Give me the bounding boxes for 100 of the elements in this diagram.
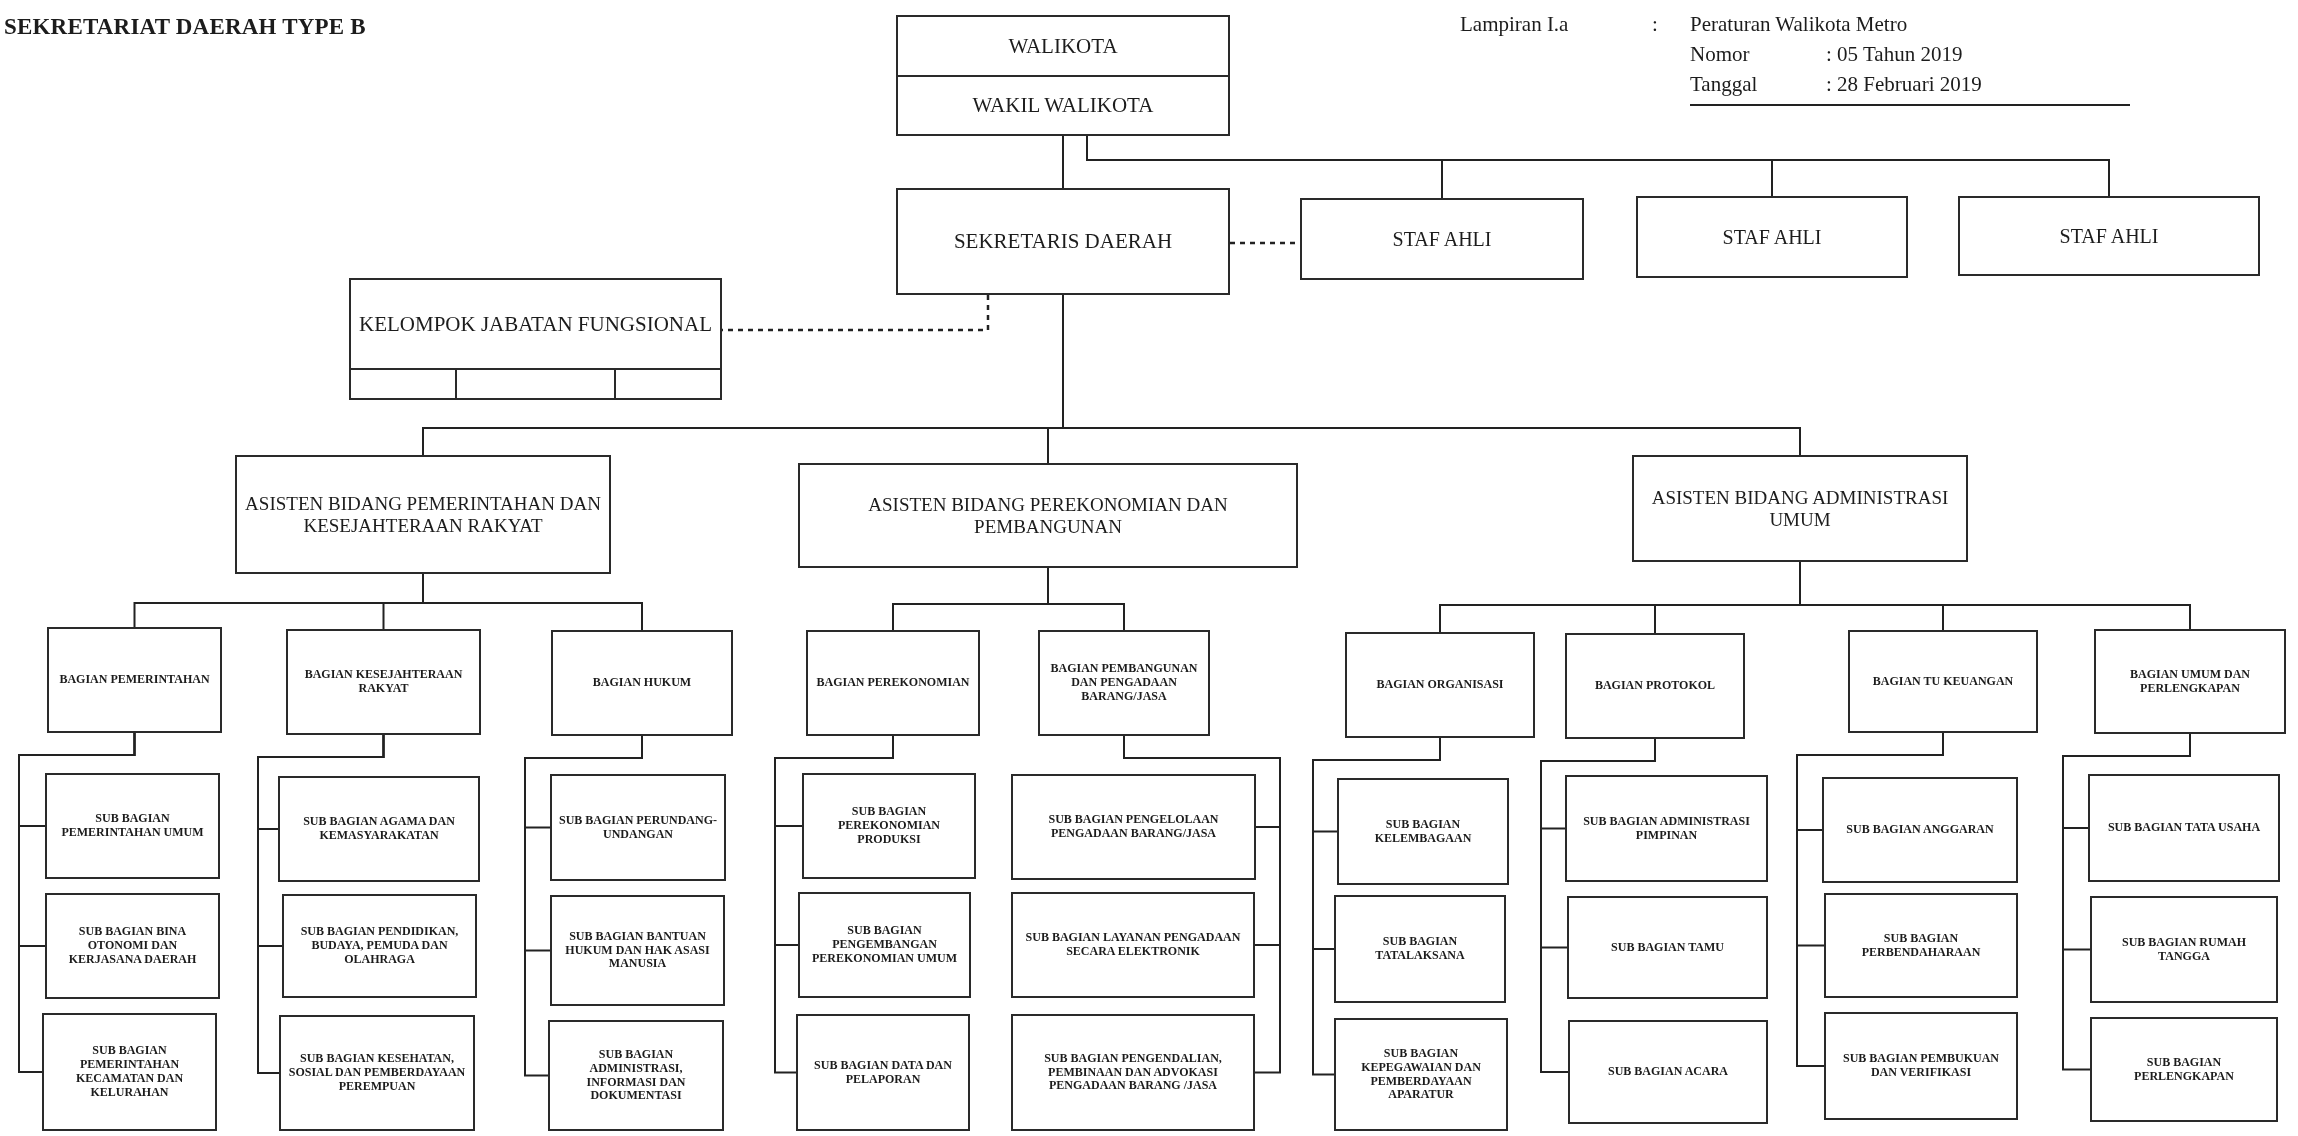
org-box [798, 892, 971, 998]
org-box [278, 776, 480, 882]
org-box [1565, 633, 1745, 739]
unit-label: SUB BAGIAN DATA DAN PELAPORAN [813, 1058, 953, 1087]
unit-label: SUB BAGIAN PEMBUKUAN DAN VERIFIKASI [1842, 1052, 2000, 1080]
org-box [802, 773, 976, 879]
org-box [1334, 895, 1506, 1003]
unit-label: SUB BAGIAN ADMINISTRASI PIMPINAN [1582, 814, 1751, 843]
unit-label: BAGIAN KESEJAHTERAAN RAKYAT [303, 668, 464, 696]
org-box [1958, 196, 2260, 276]
unit-label: KELOMPOK JABATAN FUNGSIONAL [359, 311, 712, 337]
unit-label: SEKRETARIS DAERAH [953, 229, 1173, 254]
org-box [1345, 632, 1535, 738]
org-box [1568, 1020, 1768, 1124]
org-box [286, 629, 481, 735]
header-text: Peraturan Walikota Metro [1690, 12, 1908, 37]
org-box [2090, 896, 2278, 1003]
org-box [1011, 774, 1256, 880]
org-box [1824, 893, 2018, 998]
org-box [550, 774, 726, 881]
unit-label: SUB BAGIAN PERUNDANG-UNDANGAN [558, 813, 718, 842]
unit-label: SUB BAGIAN ADMINISTRASI, INFORMASI DAN DOKUMENTASI [585, 1047, 687, 1104]
unit-label: SUB BAGIAN KELEMBAGAAN [1373, 817, 1473, 846]
unit-label: BAGIAN ORGANISASI [1376, 678, 1504, 692]
org-box [1011, 1014, 1255, 1131]
header-text: Nomor [1690, 42, 1750, 67]
unit-label: BAGIAN PEREKONOMIAN [816, 676, 970, 690]
org-box [1848, 630, 2038, 733]
unit-label: SUB BAGIAN PEMERINTAHAN KECAMATAN DAN KELURAHAN [74, 1044, 185, 1100]
unit-label: SUB BAGIAN BINA OTONOMI DAN KERJASANA DAERAH [67, 925, 198, 967]
org-box [2088, 774, 2280, 882]
unit-label: SUB BAGIAN PENGELOLAAN PENGADAAN BARANG/JASA [1047, 813, 1220, 841]
unit-label: SUB BAGIAN PERLENGKAPAN [2133, 1055, 2235, 1084]
unit-label: SUB BAGIAN BANTUAN HUKUM DAN HAK ASASI MANUSIA [564, 929, 711, 972]
org-box [42, 1013, 217, 1131]
org-box [279, 1015, 475, 1131]
unit-label: WALIKOTA [1008, 33, 1118, 58]
connector-line [257, 734, 385, 1074]
org-box [548, 1020, 724, 1131]
org-box [798, 463, 1298, 568]
org-box [235, 455, 611, 574]
unit-label: BAGIAN HUKUM [592, 676, 692, 690]
unit-label: SUB BAGIAN ANGGARAN [1846, 823, 1994, 837]
unit-label: SUB BAGIAN PEMERINTAHAN UMUM [60, 812, 205, 840]
unit-label: ASISTEN BIDANG ADMINISTRASI UMUM [1650, 486, 1950, 531]
org-box [45, 893, 220, 999]
org-box [1632, 455, 1968, 562]
org-box [550, 895, 725, 1006]
org-box [1038, 630, 1210, 736]
org-box [1011, 892, 1255, 998]
unit-label: SUB BAGIAN TAMU [1611, 940, 1724, 955]
org-box [45, 773, 220, 879]
header-text: : 05 Tahun 2019 [1826, 42, 1963, 67]
org-box [1567, 896, 1768, 999]
org-box [796, 1014, 970, 1131]
unit-label: SUB BAGIAN PERBENDAHARAAN [1860, 931, 1982, 960]
unit-label: SUB BAGIAN PENDIDIKAN, BUDAYA, PEMUDA DAN OLAHRAGA [299, 925, 460, 967]
header-text: : [1652, 12, 1658, 37]
unit-label: SUB BAGIAN TATA USAHA [2107, 821, 2261, 835]
org-box [896, 188, 1230, 295]
header-text: Tanggal [1690, 72, 1758, 97]
org-box [282, 894, 477, 998]
unit-label: SUB BAGIAN PENGEMBANGAN PEREKONOMIAN UMUM [811, 924, 958, 966]
org-box [896, 15, 1230, 136]
connector-line [18, 732, 136, 1073]
org-box [349, 278, 722, 400]
unit-label: STAF AHLI [1392, 227, 1492, 251]
unit-label: SUB BAGIAN ACARA [1608, 1065, 1728, 1079]
org-box [47, 627, 222, 733]
unit-label: ASISTEN BIDANG PEMERINTAHAN DAN KESEJAHTERAAN RAKYAT [244, 492, 602, 537]
header-text: Lampiran I.a [1460, 12, 1569, 37]
unit-label: SUB BAGIAN PEREKONOMIAN PRODUKSI [837, 805, 941, 847]
header-text: : 28 Februari 2019 [1826, 72, 1982, 97]
connector-line [1047, 567, 1125, 631]
org-box [1334, 1018, 1508, 1131]
unit-label: SUB BAGIAN RUMAH TANGGA [2121, 935, 2247, 964]
unit-label: BAGIAN UMUM DAN PERLENGKAPAN [2129, 667, 2251, 696]
org-box [1822, 777, 2018, 883]
unit-label: SUB BAGIAN KESEHATAN, SOSIAL DAN PEMBERDAYAAN PEREMPUAN [287, 1052, 467, 1094]
diagram-title: SEKRETARIAT DAERAH TYPE B [4, 14, 366, 40]
unit-label: SUB BAGIAN KEPEGAWAIAN DAN PEMBERDAYAAN APARATUR [1360, 1046, 1482, 1103]
unit-label: ASISTEN BIDANG PEREKONOMIAN DAN PEMBANGUNAN [867, 493, 1229, 538]
org-box [2090, 1017, 2278, 1122]
org-box [1337, 778, 1509, 885]
unit-label: SUB BAGIAN PENGENDALIAN, PEMBINAAN DAN ADVOKASI PENGADAAN BARANG /JASA [1043, 1051, 1223, 1094]
unit-label: BAGIAN PROTOKOL [1594, 679, 1716, 693]
org-box [1636, 196, 1908, 278]
unit-label: BAGIAN PEMBANGUNAN DAN PENGADAAN BARANG/JASA [1049, 662, 1199, 704]
unit-label: STAF AHLI [1722, 225, 1822, 249]
unit-label: BAGIAN PEMERINTAHAN [59, 673, 210, 687]
unit-label: SUB BAGIAN AGAMA DAN KEMASYARAKATAN [302, 815, 456, 843]
org-box [806, 630, 980, 736]
connector-line [1062, 135, 1064, 189]
org-box [551, 630, 733, 736]
unit-label: SUB BAGIAN TATALAKSANA [1374, 935, 1466, 963]
org-box [1300, 198, 1584, 280]
unit-label: SUB BAGIAN LAYANAN PENGADAAN SECARA ELEKTRONIK [1024, 931, 1242, 959]
unit-label: STAF AHLI [2059, 224, 2159, 248]
unit-label: BAGIAN TU KEUANGAN [1872, 674, 2014, 689]
org-box [2094, 629, 2286, 734]
